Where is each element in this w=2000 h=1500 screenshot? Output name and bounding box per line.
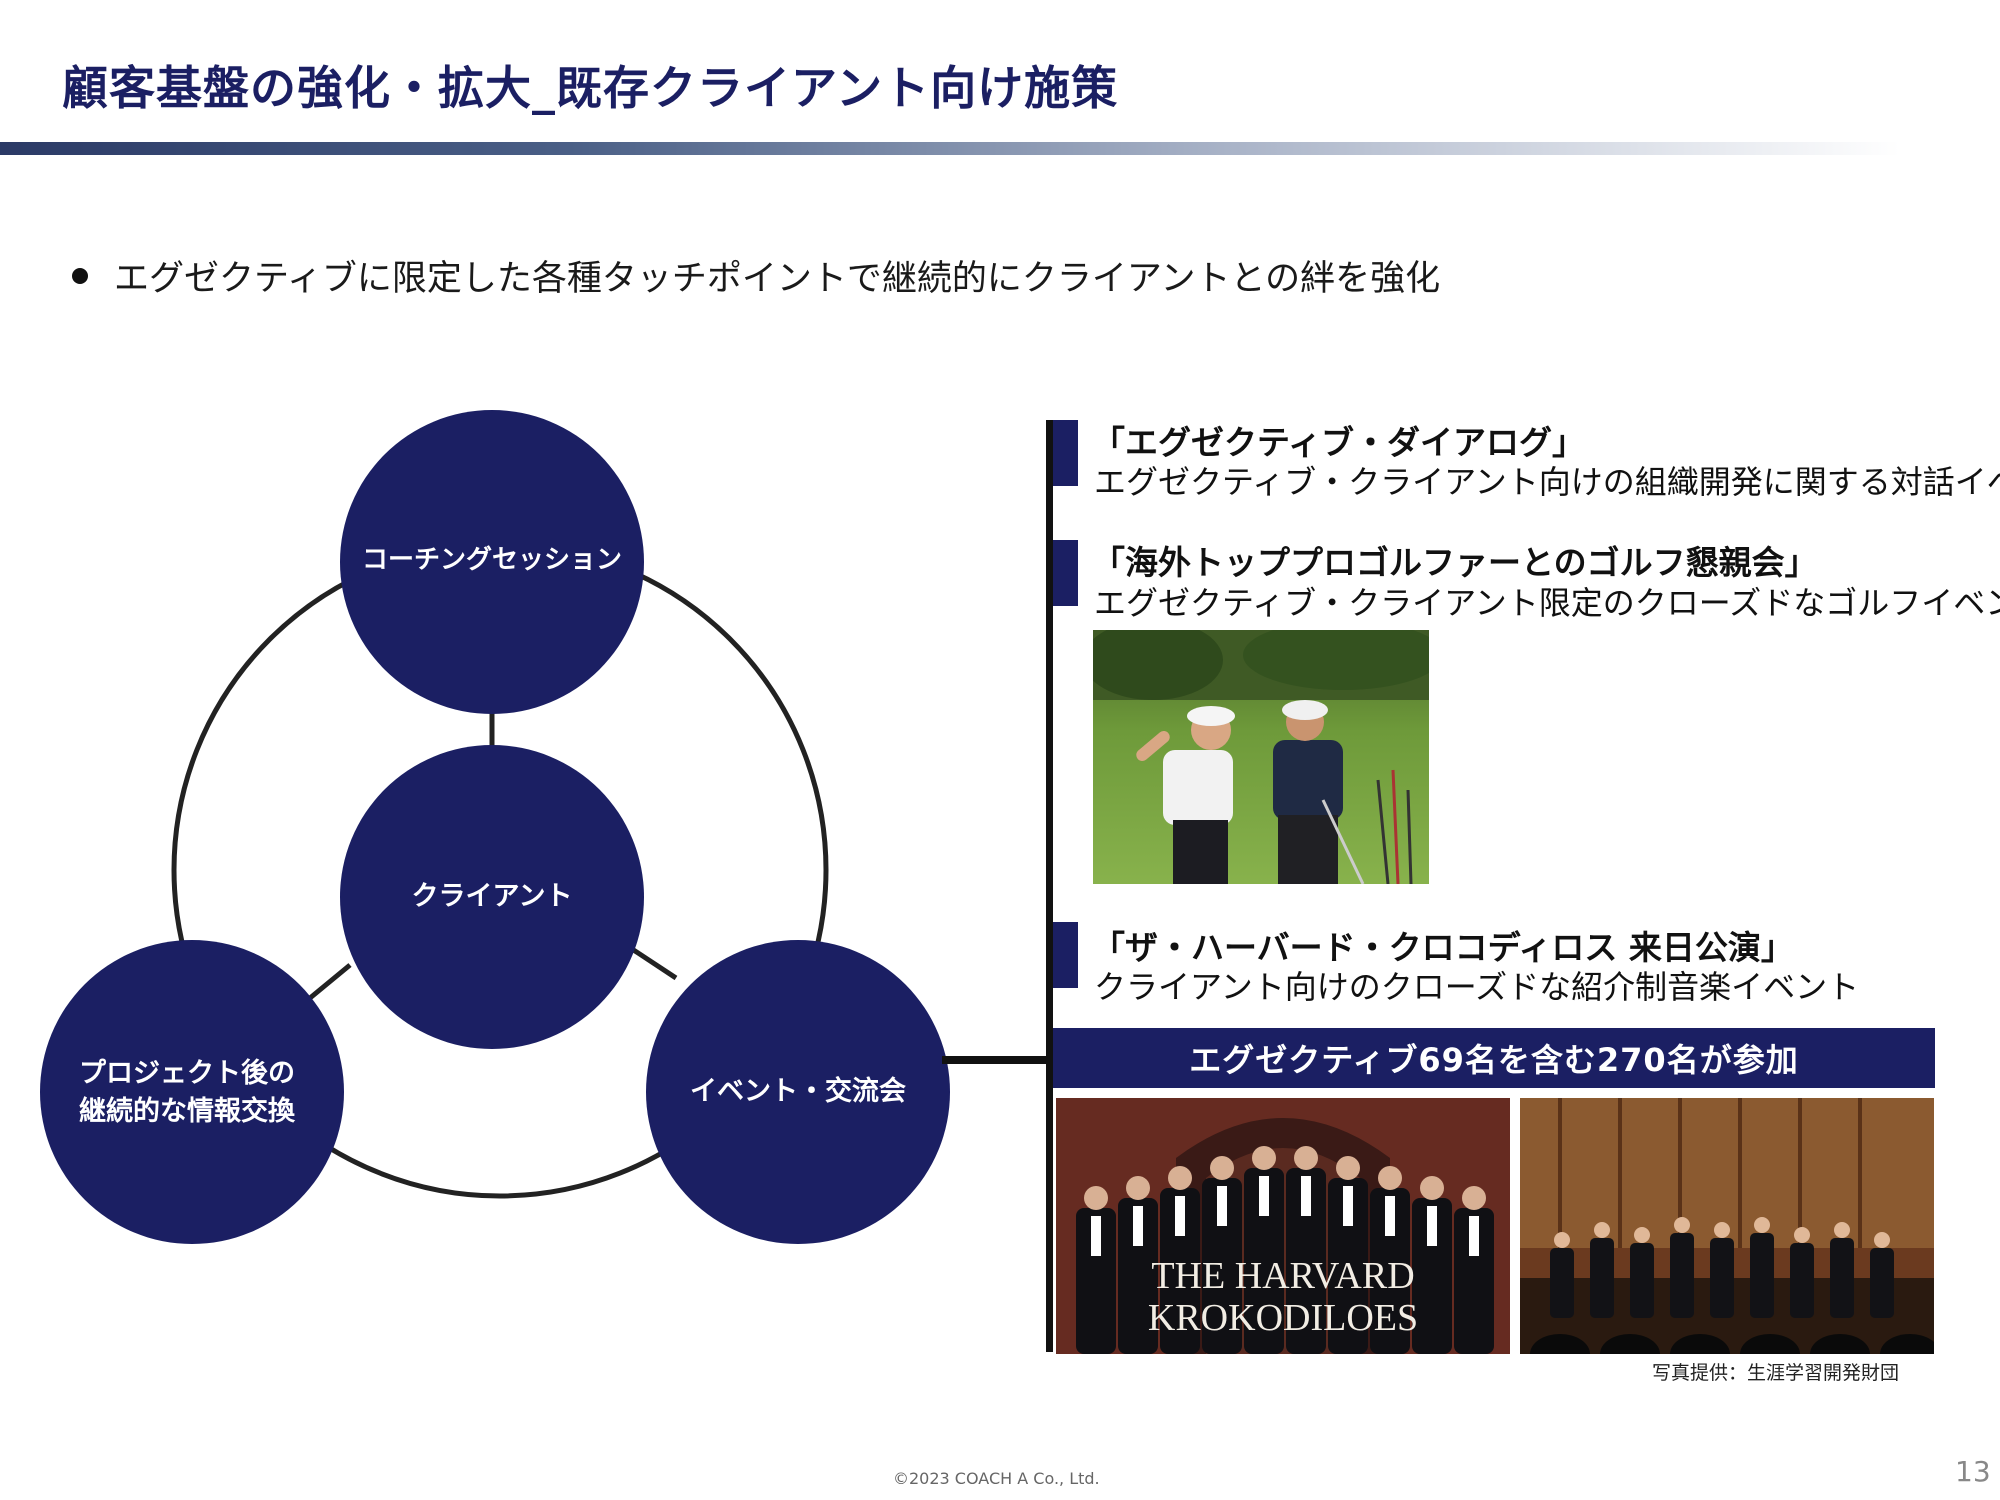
- circle-post-project-exchange: [40, 940, 344, 1244]
- label-post-project-line2: 継続的な情報交換: [79, 1095, 296, 1127]
- event-3-title: 「ザ・ハーバード・クロコディロス 来日公演」: [1092, 928, 1794, 967]
- harvard-group-photo: THE HARVARD KROKODILOES: [1056, 1098, 1510, 1354]
- circle-event-networking: [646, 940, 950, 1244]
- circle-client: [340, 745, 644, 1049]
- copyright-footer: ©2023 COACH A Co., Ltd.: [893, 1469, 1100, 1488]
- event-2-description: エグゼクティブ・クライアント限定のクローズドなゴルフイベント: [1094, 584, 2000, 622]
- event-1-description: エグゼクティブ・クライアント向けの組織開発に関する対話イベント: [1094, 463, 2000, 501]
- page-title: 顧客基盤の強化・拡大_既存クライアント向け施策: [62, 61, 1119, 115]
- timeline-vertical-line: [1046, 420, 1053, 1352]
- connector-left: [308, 963, 352, 1000]
- event-1-title: 「エグゼクティブ・ダイアログ」: [1092, 423, 1586, 462]
- photo-credit: 写真提供：生涯学習開発財団: [1652, 1362, 1900, 1384]
- diagram-connector-line: [942, 1056, 1050, 1064]
- harvard-text-line1: THE HARVARD: [1151, 1255, 1414, 1297]
- bullet-text: エグゼクティブに限定した各種タッチポイントで継続的にクライアントとの絆を強化: [114, 259, 1441, 299]
- label-coaching-session: コーチングセッション: [362, 545, 622, 575]
- event-marker-1: [1053, 420, 1078, 486]
- participation-banner: エグゼクティブ69名を含む270名が参加: [1053, 1028, 1935, 1088]
- label-client: クライアント: [412, 881, 573, 912]
- bullet-point: エグゼクティブに限定した各種タッチポイントで継続的にクライアントとの絆を強化: [72, 250, 1440, 301]
- page-number: 13: [1955, 1455, 1991, 1488]
- event-marker-3: [1053, 922, 1078, 988]
- bullet-dot-icon: [72, 267, 88, 284]
- touchpoint-diagram: コーチングセッション クライアント プロジェクト後の 継続的な情報交換 イベント…: [40, 410, 950, 1244]
- event-marker-2: [1053, 540, 1078, 606]
- title-underline-bar: [0, 142, 1900, 155]
- circle-coaching-session: [340, 410, 644, 714]
- connector-right: [624, 942, 678, 981]
- event-2-title: 「海外トッププロゴルファーとのゴルフ懇親会」: [1092, 543, 1818, 582]
- event-3-description: クライアント向けのクローズドな紹介制音楽イベント: [1094, 968, 1860, 1006]
- concert-stage-photo: [1520, 1098, 1934, 1354]
- label-event-networking: イベント・交流会: [690, 1075, 906, 1107]
- golf-event-photo: [1093, 630, 1429, 884]
- harvard-text-line2: KROKODILOES: [1148, 1297, 1418, 1339]
- label-post-project-line1: プロジェクト後の: [79, 1058, 295, 1089]
